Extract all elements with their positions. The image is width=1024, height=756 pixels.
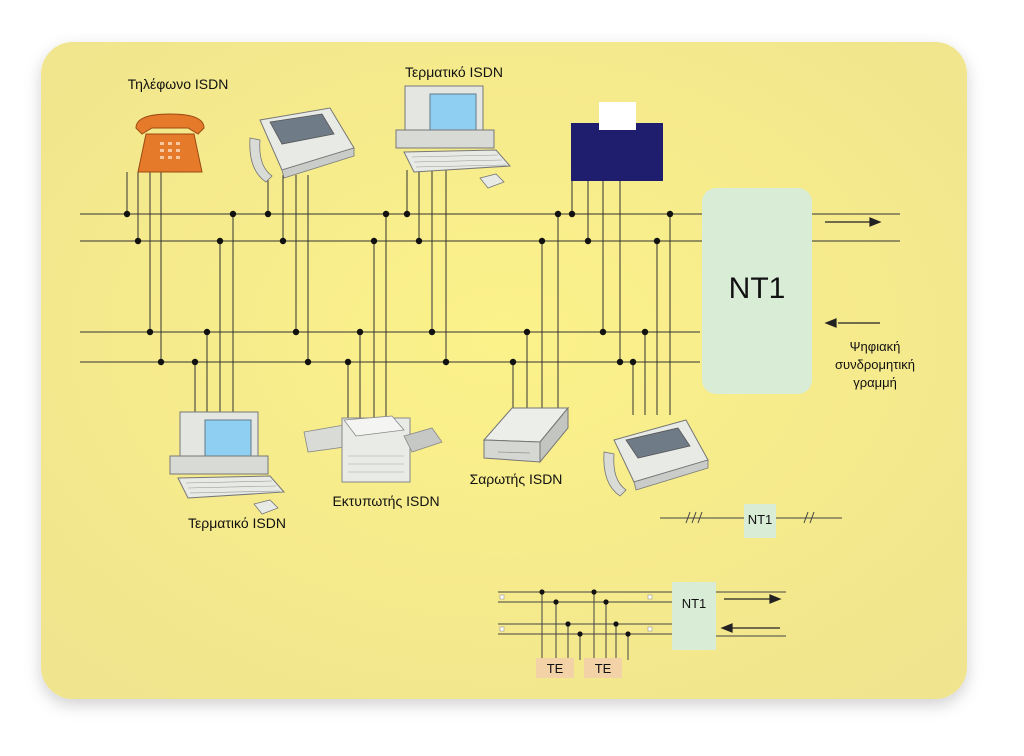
te-label-1: TE: [547, 661, 564, 676]
scanner-icon: [482, 406, 570, 464]
fax-icon: [249, 107, 355, 183]
nt1-small-line: [660, 511, 842, 524]
line-caption-2: συνδρομητική: [835, 357, 915, 372]
line-caption-1: Ψηφιακή: [850, 339, 901, 354]
inset-nt1-label: NT1: [682, 596, 707, 611]
te-label-2: TE: [595, 661, 612, 676]
nt1-main-box: [702, 188, 812, 394]
inset-nt1-box: [672, 582, 716, 650]
nt1-small-box: [744, 504, 776, 538]
terminal-top-icon: [395, 85, 512, 189]
printer-icon: [303, 415, 443, 483]
fax-bottom-icon: [603, 419, 709, 497]
top-taps: [126, 170, 621, 362]
terminal-bottom-icon: [169, 411, 286, 515]
nt1-small-label: NT1: [748, 512, 773, 527]
te-box-2: [584, 658, 622, 678]
fax-dark-icon: [571, 102, 663, 181]
bottom-taps: [194, 214, 671, 418]
line-arrows: [824, 217, 882, 328]
terminal-top-label: Τερματικό ISDN: [405, 64, 503, 80]
printer-label: Εκτυπωτής ISDN: [332, 493, 439, 509]
phone-label: Τηλέφωνο ISDN: [128, 76, 229, 92]
junction-dots: [123, 210, 674, 366]
phone-icon: [135, 113, 205, 173]
te-box-1: [536, 658, 574, 678]
scanner-label: Σαρωτής ISDN: [470, 471, 563, 487]
terminal-bottom-label: Τερματικό ISDN: [188, 515, 286, 531]
line-caption-3: γραμμή: [853, 375, 897, 390]
inset-diagram: NT1 TE TE: [498, 582, 786, 678]
nt1-main-label: NT1: [729, 272, 786, 305]
